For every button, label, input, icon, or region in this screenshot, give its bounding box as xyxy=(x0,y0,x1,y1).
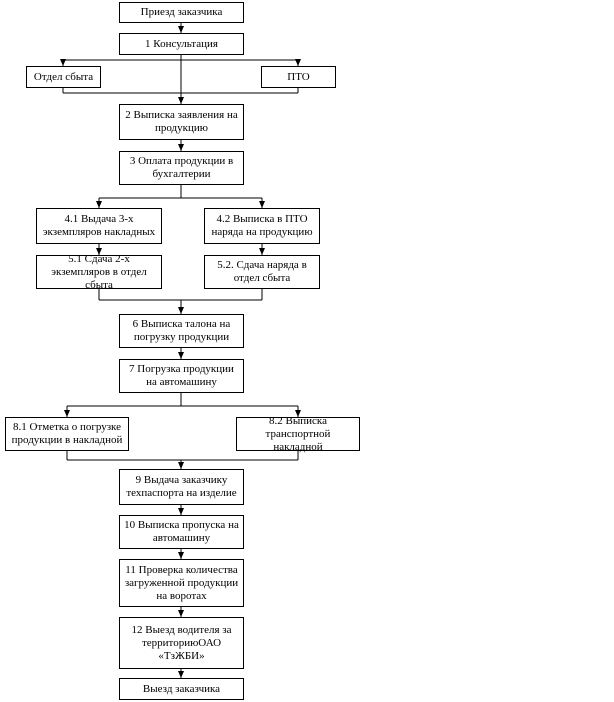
node-exit-territory: 12 Выезд водителя за территориюОАО «ТзЖБ… xyxy=(119,617,244,669)
node-customer-arrival: Приезд заказчика xyxy=(119,2,244,23)
node-pto: ПТО xyxy=(261,66,336,88)
node-hand-order: 5.2. Сдача наряда в отдел сбыта xyxy=(204,255,320,289)
node-gate-check: 11 Проверка количества загруженной проду… xyxy=(119,559,244,607)
node-tech-passport: 9 Выдача заказчику техпаспорта на издели… xyxy=(119,469,244,505)
node-payment: 3 Оплата продукции в бухгалтерии xyxy=(119,151,244,185)
node-loading-mark: 8.1 Отметка о погрузке продукции в накла… xyxy=(5,417,129,451)
node-vehicle-pass: 10 Выписка пропуска на автомашину xyxy=(119,515,244,549)
node-issue-invoices: 4.1 Выдача 3-х экземпляров накладных xyxy=(36,208,162,244)
node-consultation: 1 Консультация xyxy=(119,33,244,55)
node-loading: 7 Погрузка продукции на автомашину xyxy=(119,359,244,393)
node-sales-department: Отдел сбыта xyxy=(26,66,101,88)
node-application: 2 Выписка заявления на продукцию xyxy=(119,104,244,140)
node-loading-ticket: 6 Выписка талона на погрузку продукции xyxy=(119,314,244,348)
node-pto-order: 4.2 Выписка в ПТО наряда на продукцию xyxy=(204,208,320,244)
node-waybill: 8.2 Выписка транспортной накладной xyxy=(236,415,360,453)
node-hand-invoices: 5.1 Сдача 2-х экземпляров в отдел сбыта xyxy=(36,253,162,291)
node-customer-departure: Выезд заказчика xyxy=(119,678,244,700)
